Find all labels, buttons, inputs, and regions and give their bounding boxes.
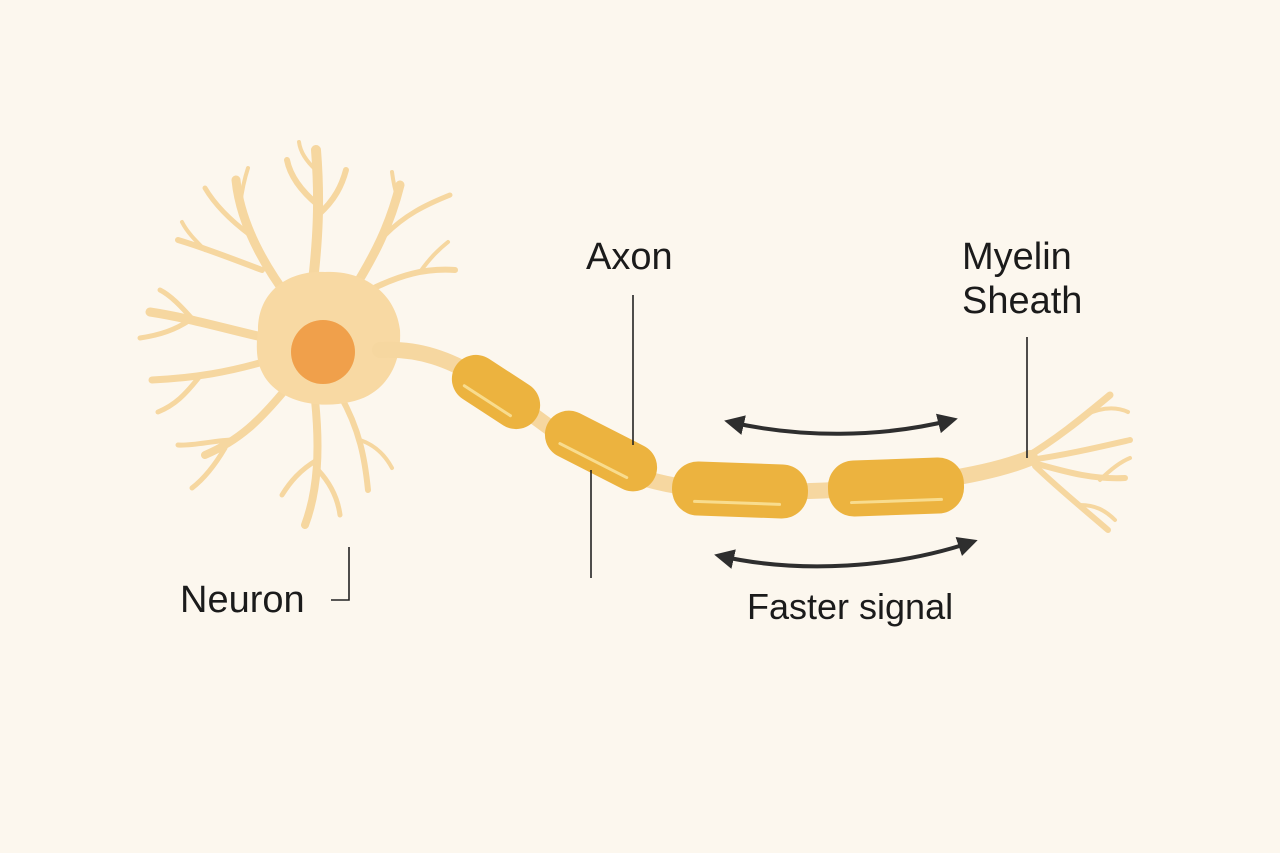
leader-lines [331, 295, 1028, 601]
myelin-segment [671, 461, 809, 519]
neuron-label: Neuron [180, 579, 305, 621]
nucleus [291, 320, 355, 384]
myelin-segment [451, 354, 541, 430]
myelin-label-line-2: Sheath [962, 280, 1083, 322]
myelin-sheath [451, 354, 965, 519]
axon-label: Axon [586, 236, 673, 278]
dendrites [137, 140, 458, 529]
myelin-segment [544, 410, 658, 492]
double-headed-arrow-icon [714, 536, 978, 569]
myelin-label-line-1: Myelin [962, 236, 1072, 278]
faster-signal-label: Faster signal [747, 586, 954, 627]
myelin-segment [827, 457, 965, 517]
double-headed-arrow-icon [724, 413, 958, 436]
axon-terminals [1021, 391, 1133, 533]
myelin-sheath-label: Myelin Sheath [962, 235, 1082, 323]
neuron-leader-line [331, 547, 350, 601]
